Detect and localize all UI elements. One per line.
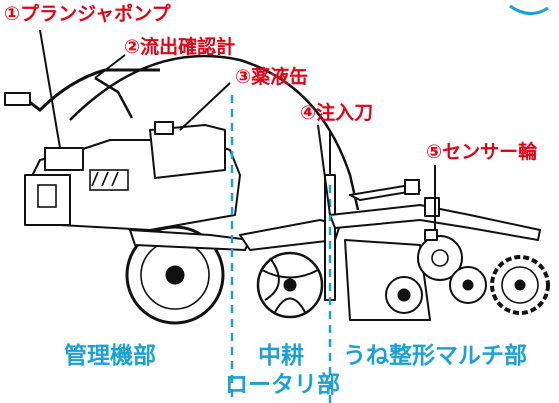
leader-pump — [39, 29, 61, 149]
label-plunger-pump: ①プランジャポンプ — [4, 3, 171, 25]
section-ridge-mulch: うね整形マルチ部 — [343, 343, 527, 369]
leader-knife — [317, 124, 331, 216]
label-sensor-wheel: ⑤センサー輪 — [426, 141, 538, 163]
leader-tank — [179, 82, 231, 131]
sensor-wheel — [417, 235, 463, 281]
plunger-pump — [44, 147, 84, 171]
section-rotary-top: 中耕 — [258, 343, 304, 369]
handle-grip — [4, 92, 31, 106]
injection-knife — [324, 130, 336, 301]
tiller-handle — [9, 68, 160, 112]
chemical-tank — [149, 124, 226, 179]
label-injection-knife: ④注入刀 — [300, 102, 374, 124]
label-chemical-tank: ③薬液缶 — [235, 66, 309, 88]
leader-flow — [94, 54, 126, 79]
section-tiller: 管理機部 — [64, 343, 156, 369]
rotary-cover — [239, 219, 341, 251]
ridge-mulch-unit — [329, 179, 550, 321]
label-flow-meter: ②流出確認計 — [124, 36, 236, 58]
flow-meter — [94, 76, 134, 119]
corner-arc — [509, 4, 549, 15]
rotary-unit — [239, 219, 341, 319]
section-rotary-bottom: ロータリ部 — [225, 372, 340, 398]
front-box — [24, 174, 71, 226]
